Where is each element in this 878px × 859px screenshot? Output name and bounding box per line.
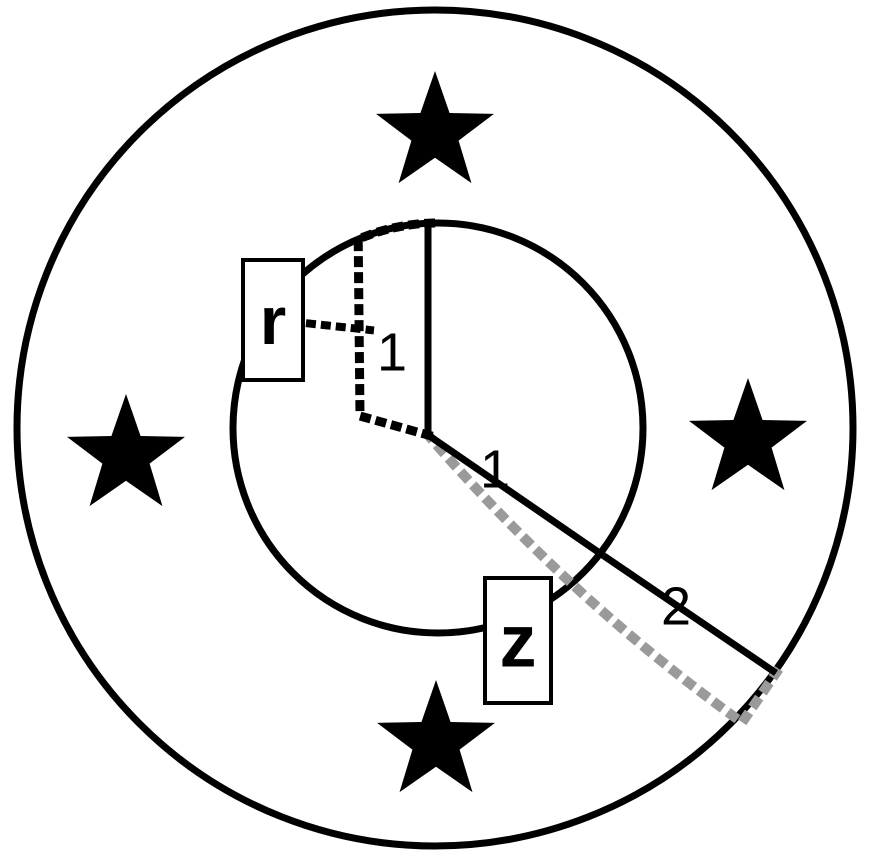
r-callout[interactable]: r [241, 258, 305, 382]
star-west [67, 394, 185, 507]
diagonal-radius-outer [602, 553, 778, 676]
z-callout-box[interactable] [483, 576, 553, 705]
star-south [377, 680, 495, 793]
r-callout-text: r [260, 283, 286, 359]
vertical-radius-label: 1 [377, 322, 407, 382]
radii-lines-group [424, 227, 778, 676]
outer-circle [13, 6, 857, 850]
z-callout[interactable]: z [483, 576, 553, 705]
callout-boxes-group: rz [241, 258, 553, 705]
r-callout-box[interactable] [241, 258, 305, 382]
star-north [376, 71, 494, 184]
z-callout-text: z [500, 599, 537, 682]
diagonal-radius-inner [426, 432, 606, 559]
radii-labels-group: 1 1 2 [377, 322, 691, 636]
stars-group [67, 71, 807, 793]
diagonal-radius-inner-label: 1 [480, 439, 510, 499]
star-east [689, 378, 807, 491]
r-leader-dotted [290, 317, 375, 335]
r-wedge-outline [353, 218, 443, 441]
r-wedge-dotted [353, 218, 443, 441]
diagonal-radius-outer-label: 2 [661, 576, 691, 636]
inner-circle [229, 219, 647, 637]
